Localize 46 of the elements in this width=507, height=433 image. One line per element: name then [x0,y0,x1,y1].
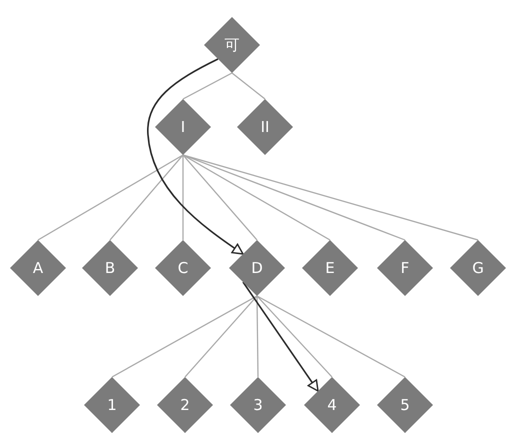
diamond-node [155,99,211,155]
tree-line [182,72,232,100]
tree-line [182,154,330,241]
node-label: II [260,120,270,134]
tree-line [110,154,184,240]
diamond-node [10,240,66,296]
diamond-node [237,99,293,155]
diamond-node [302,240,358,296]
node-label: B [104,260,116,276]
node-label: 3 [253,398,263,412]
diamond-node [377,240,433,296]
tree-line [182,154,406,241]
diamond-node [155,240,211,296]
tree-line [38,154,184,241]
diamond-node [377,377,433,433]
tree-line [112,295,258,378]
traversal-arrow [242,282,319,392]
tree-line [256,296,332,378]
diamond-node [229,240,285,296]
node-label: F [400,260,410,276]
diamond-node [230,377,286,433]
tree-line [182,154,478,241]
tree-line [184,296,258,378]
diamond-node [450,240,506,296]
tree-line [182,155,184,240]
diamond-node [204,17,260,73]
node-label: D [251,260,263,276]
node-label: A [32,260,44,276]
node-label: 5 [400,398,410,412]
diamond-node [82,240,138,296]
node-label: G [472,260,484,276]
node-label: C [178,260,188,276]
node-label: 2 [180,398,190,412]
tree-line [256,295,406,378]
node-label: E [325,260,335,276]
node-label: I [180,120,186,134]
node-label: 1 [107,398,117,412]
tree-line [232,72,266,100]
node-label: 可 [224,38,240,52]
diamond-node [157,377,213,433]
node-label: 4 [327,398,337,412]
diamond-node [304,377,360,433]
diamond-node [84,377,140,433]
traversal-arrow [147,58,244,255]
tree-line [256,296,259,377]
tree-line [182,154,258,240]
